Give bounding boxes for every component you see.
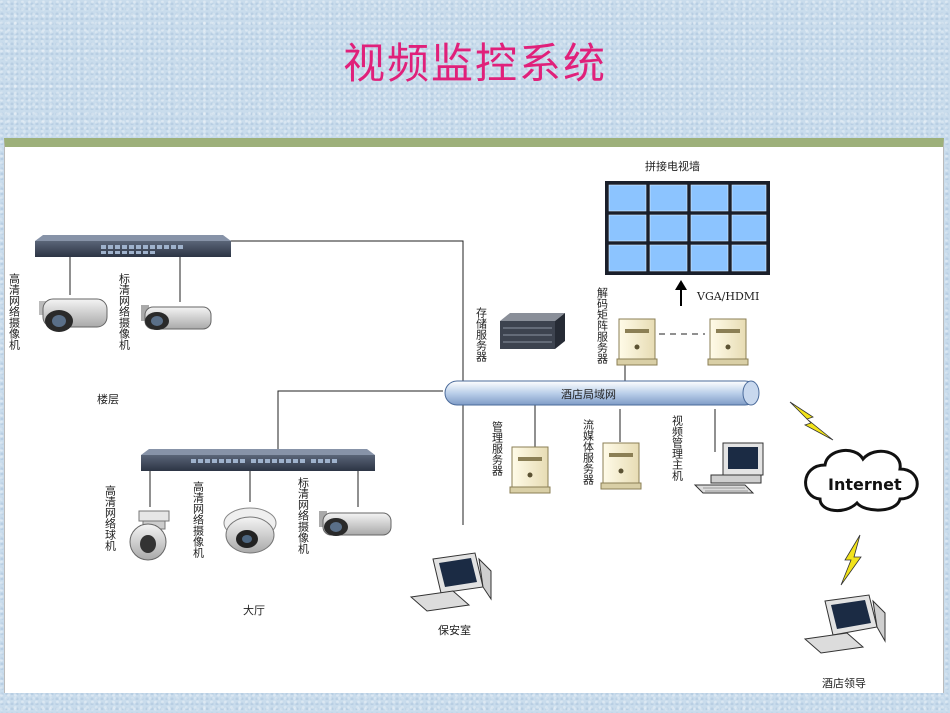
floor-hd-camera-label: 高清网络摄像机 [8,272,21,350]
lobby-switch-icon [141,449,375,471]
video-host-label: 视频管理主机 [671,414,684,481]
video-wall-label: 拼接电视墙 [645,159,700,173]
decoder-server-label: 解码矩阵服务器 [596,286,609,365]
vga-hdmi-label: VGA/HDMI [696,290,759,303]
lightning-icon [840,534,862,586]
pc-monitor-icon [693,442,764,494]
security-room-label: 保安室 [438,623,471,637]
lobby-hd-camera-label: 高清网络摄像机 [192,480,205,558]
floor-switch-icon [35,235,231,257]
bullet-camera-icon [39,298,108,332]
internet-cloud-icon [804,449,919,512]
pc-monitor-icon [803,594,886,654]
decoder-server-icon [707,318,749,366]
storage-server-label: 存储服务器 [475,306,488,363]
video-wall [605,181,770,275]
bullet-camera-icon [141,305,212,330]
dome-camera-icon [223,507,277,554]
ptz-dome-camera-icon [129,510,170,561]
lightning-icon [789,401,834,441]
hotel-lan-bus [444,380,760,406]
storage-server-icon [500,313,565,349]
network-diagram: 拼接电视墙 VGA/HDMI 酒店局域网 存储服务器 解码矩阵服务器 [8,159,919,690]
connection-lines [69,240,716,525]
hotel-leader-label: 酒店领导 [822,676,866,690]
floor-sd-camera-label: 标清网络摄像机 [118,272,131,350]
slide-title: 视频监控系统 [342,39,607,88]
decoder-server-icon [616,318,658,366]
management-server-label: 管理服务器 [491,420,504,477]
floor-label: 楼层 [97,392,119,406]
bullet-camera-icon [319,511,392,536]
streaming-server-icon [600,442,642,490]
lobby-label: 大厅 [243,603,265,617]
management-server-icon [509,446,551,494]
lan-label: 酒店局域网 [561,387,616,401]
pc-monitor-icon [409,552,492,612]
diagram-frame: 拼接电视墙 VGA/HDMI 酒店局域网 存储服务器 解码矩阵服务器 [4,138,944,693]
up-arrow-icon [675,280,687,306]
internet-label: Internet [828,475,902,494]
streaming-server-label: 流媒体服务器 [582,418,595,486]
lobby-sd-camera-label: 标清网络摄像机 [297,476,310,554]
lobby-dome-camera-label: 高清网络球机 [104,484,117,551]
